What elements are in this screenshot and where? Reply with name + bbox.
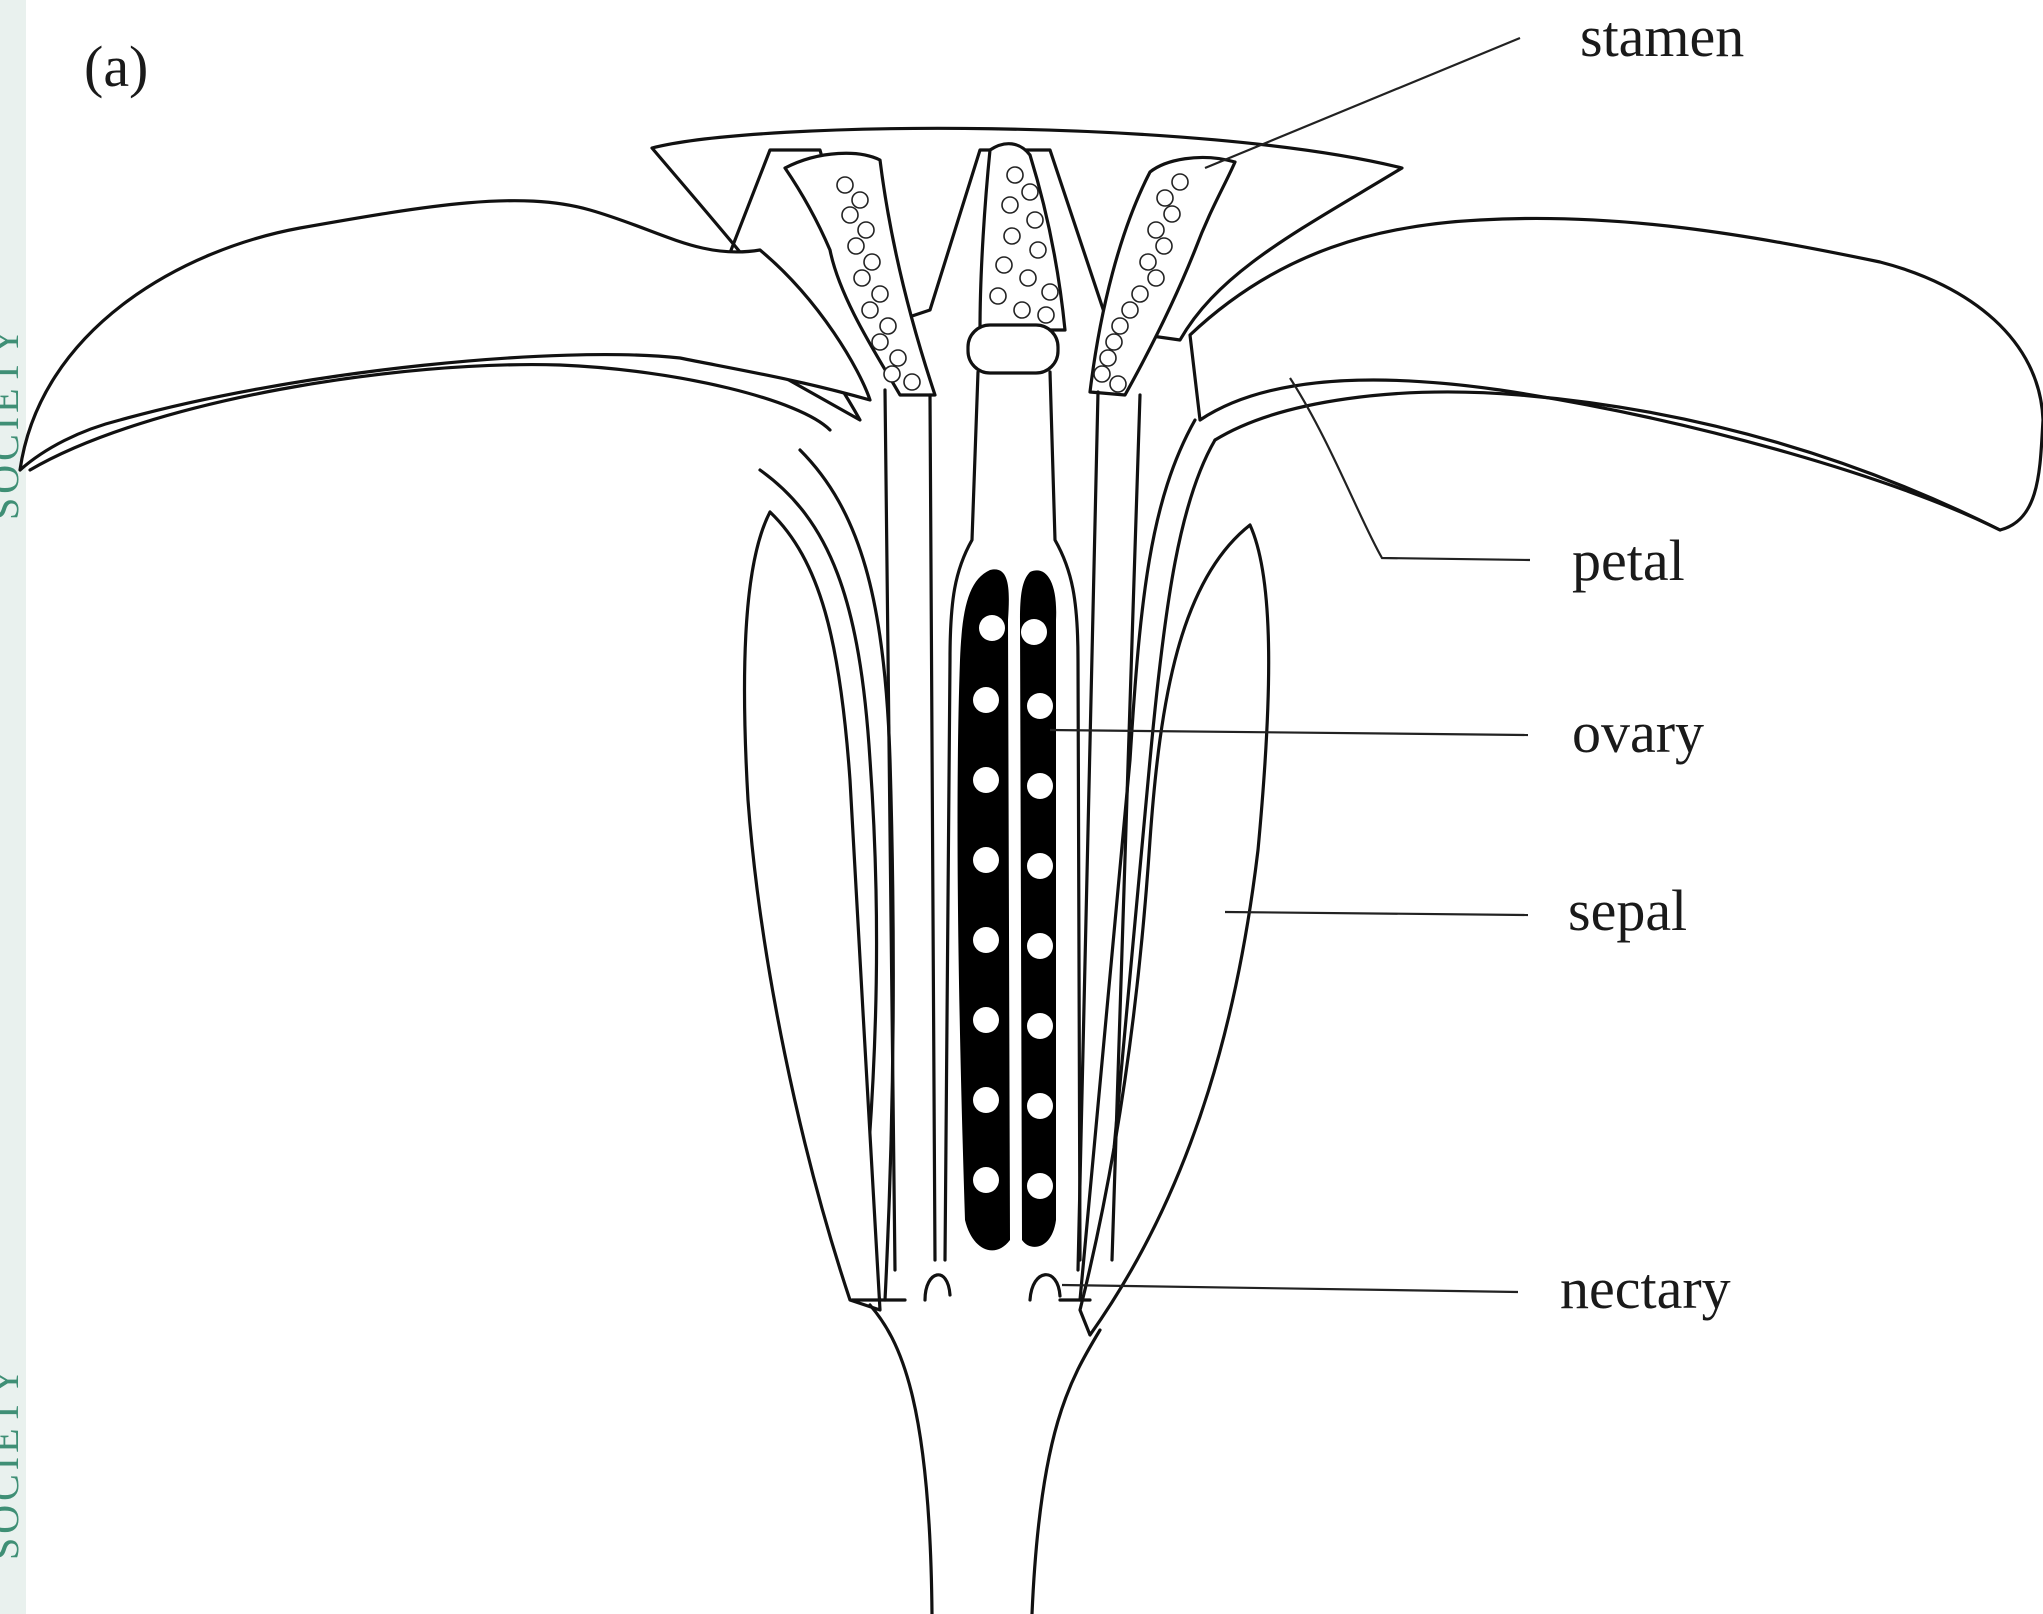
nectary-right bbox=[1030, 1275, 1060, 1300]
petal-left bbox=[20, 201, 870, 470]
leader-stamen bbox=[1205, 38, 1520, 168]
panel-label: (a) bbox=[84, 34, 148, 99]
sepal-right bbox=[1080, 525, 1269, 1335]
leader-petal bbox=[1290, 378, 1530, 560]
label-petal: petal bbox=[1572, 528, 1685, 593]
watermark: SOCIETY SOCIETY bbox=[0, 323, 27, 1560]
ovary-chamber-right bbox=[1020, 570, 1056, 1247]
receptacle bbox=[870, 1305, 1100, 1614]
leader-nectary bbox=[1062, 1285, 1518, 1292]
petal-right bbox=[1190, 218, 2043, 530]
leader-sepal bbox=[1225, 912, 1528, 915]
sepal-left bbox=[744, 512, 880, 1310]
label-ovary: ovary bbox=[1572, 700, 1704, 765]
label-sepal: sepal bbox=[1568, 878, 1687, 943]
leader-ovary bbox=[1050, 730, 1528, 735]
watermark-text-top: SOCIETY bbox=[0, 323, 27, 520]
nectary-left bbox=[925, 1275, 950, 1300]
label-stamen: stamen bbox=[1580, 4, 1744, 69]
label-nectary: nectary bbox=[1560, 1256, 1731, 1321]
watermark-text-bottom: SOCIETY bbox=[0, 1363, 27, 1560]
stigma bbox=[968, 325, 1058, 373]
ovary-chamber-left bbox=[958, 569, 1010, 1250]
